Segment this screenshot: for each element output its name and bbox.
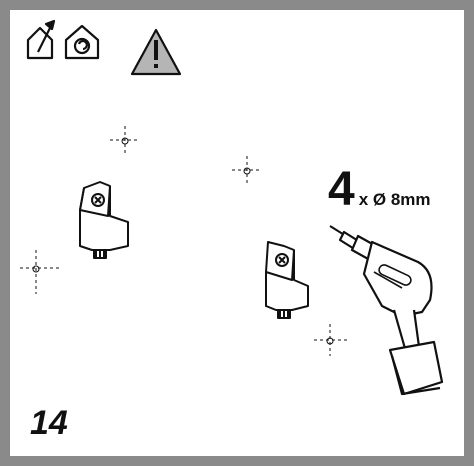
illustration [20,19,444,396]
hole-count: 4 [328,163,355,216]
house-exhaust-icon [26,19,56,60]
warning-triangle-icon [130,28,182,76]
drill-mark [232,156,262,186]
drill-bit-size: x Ø 8mm [358,190,431,209]
drill-mark [20,250,60,294]
mounting-bracket [265,241,309,319]
drill-mark [110,126,140,156]
house-fan-icon [64,24,100,60]
step-number: 14 [30,404,68,442]
mounting-bracket [79,181,129,259]
drill-icon [329,225,444,396]
drill-mark [314,324,348,356]
